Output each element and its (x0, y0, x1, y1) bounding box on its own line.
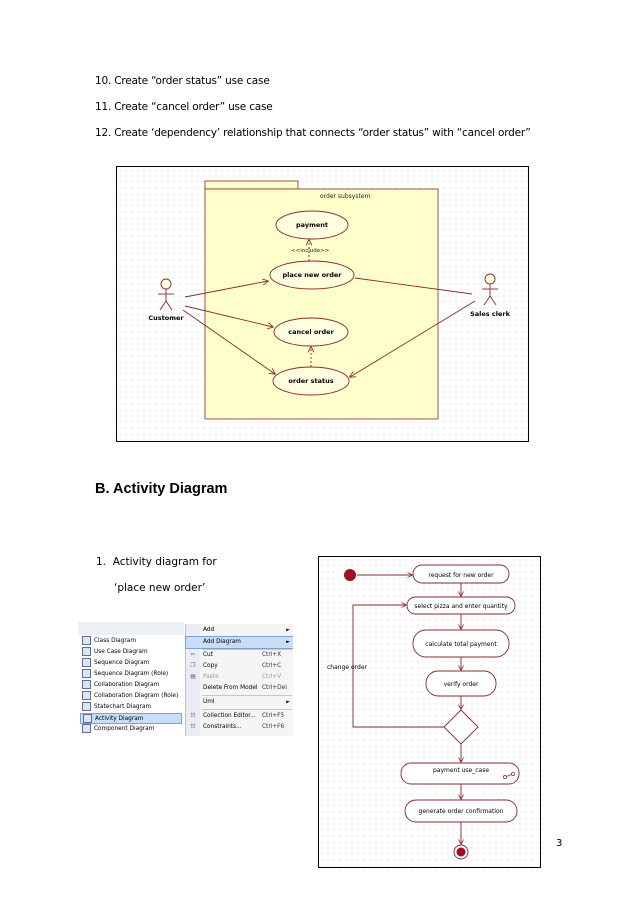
action-select-pizza: select pizza and enter quantity (406, 596, 516, 615)
action-verify-order: verify order (425, 670, 497, 697)
diagram-icon (82, 636, 91, 645)
activity-item-line2: ‘place new order’ (114, 582, 206, 594)
diagram-icon (82, 669, 91, 678)
actor-customer (158, 278, 174, 311)
use-case-cancel-order: cancel order (273, 317, 349, 347)
diagram-icon (83, 714, 92, 723)
initial-node (344, 569, 356, 581)
svg-text:payment: payment (296, 221, 328, 229)
svg-text:place new order: place new order (282, 271, 342, 279)
diagram-type-item[interactable]: Sequence Diagram (Role) (80, 669, 182, 680)
paste-icon: ▤ (190, 674, 196, 680)
rake-icon (503, 772, 515, 779)
menu-item-uml[interactable]: Uml► (203, 699, 290, 705)
use-case-payment: payment (275, 210, 349, 240)
page-number: 3 (556, 838, 563, 849)
diagram-icon (82, 724, 91, 733)
diagram-icon (82, 658, 91, 667)
action-generate-confirmation: generate order confirmation (404, 799, 518, 823)
use-case-order-status: order status (272, 366, 350, 396)
step-12: 12. Create ‘dependency’ relationship tha… (95, 127, 531, 139)
menu-item-constraints[interactable]: ☷Constraints...Ctrl+F6 (186, 722, 293, 733)
menu-item-add[interactable]: Add► (203, 627, 290, 633)
diagram-type-item[interactable]: Collaboration Diagram (80, 680, 182, 691)
svg-text:select pizza and enter quantit: select pizza and enter quantity (414, 603, 508, 610)
control-flows (352, 575, 461, 844)
decision-node (443, 709, 479, 745)
actor-customer-label: Customer (148, 314, 184, 322)
diagram-type-item[interactable]: Statechart Diagram (80, 702, 182, 713)
svg-text:order status: order status (288, 377, 333, 385)
step-10: 10. Create “order status” use case (95, 75, 270, 87)
diagram-icon (82, 680, 91, 689)
list-toolbar (78, 622, 184, 635)
svg-text:request for new order: request for new order (428, 572, 494, 579)
actor-sales-clerk (482, 273, 498, 306)
diagram-icon (82, 647, 91, 656)
menu-item-collection-editor[interactable]: ☷Collection Editor...Ctrl+F5 (186, 711, 293, 722)
copy-icon: ❐ (190, 663, 196, 669)
context-menu-screenshot: Class Diagram Use Case Diagram Sequence … (78, 622, 293, 736)
loop-label: change order (327, 664, 368, 671)
include-relationship: <<include>> (291, 240, 330, 261)
svg-text:payment use_case: payment use_case (433, 767, 489, 774)
associations (182, 277, 476, 377)
diagram-type-item[interactable]: Class Diagram (80, 636, 182, 647)
activity-diagram: request for new order select pizza and e… (318, 556, 541, 868)
editor-icon: ☷ (190, 713, 196, 719)
activity-item-line1: 1. Activity diagram for (96, 556, 217, 568)
diagram-icon (82, 702, 91, 711)
svg-text:calculate total payment: calculate total payment (425, 641, 497, 648)
final-node (453, 844, 469, 860)
diagram-type-item[interactable]: Collaboration Diagram (Role) (80, 691, 182, 702)
diagram-type-item[interactable]: Sequence Diagram (80, 658, 182, 669)
diagram-icon (82, 691, 91, 700)
section-heading: B. Activity Diagram (95, 481, 228, 497)
diagram-type-item-selected[interactable]: Activity Diagram (80, 713, 182, 724)
use-case-diagram: order subsystem payment place new order … (116, 166, 529, 442)
action-request-new-order: request for new order (412, 564, 510, 584)
use-case-place-new-order: place new order (269, 260, 355, 290)
svg-text:generate order confirmation: generate order confirmation (419, 808, 504, 815)
actor-sales-clerk-label: Sales clerk (470, 310, 511, 318)
svg-text:<<include>>: <<include>> (291, 248, 330, 254)
subsystem-label: order subsystem (320, 193, 370, 200)
constraints-icon: ☷ (190, 724, 196, 730)
diagram-type-item[interactable]: Component Diagram (80, 724, 182, 735)
menu-item-add-diagram[interactable]: Add Diagram► (185, 636, 293, 649)
svg-text:verify order: verify order (444, 681, 479, 688)
action-calculate-payment: calculate total payment (412, 629, 510, 658)
scissors-icon: ✂ (190, 652, 196, 658)
diagram-type-list: Class Diagram Use Case Diagram Sequence … (78, 622, 184, 736)
diagram-type-item[interactable]: Use Case Diagram (80, 647, 182, 658)
action-payment-use-case: payment use_case (400, 762, 520, 785)
svg-text:cancel order: cancel order (288, 328, 334, 336)
step-11: 11. Create “cancel order” use case (95, 101, 273, 113)
